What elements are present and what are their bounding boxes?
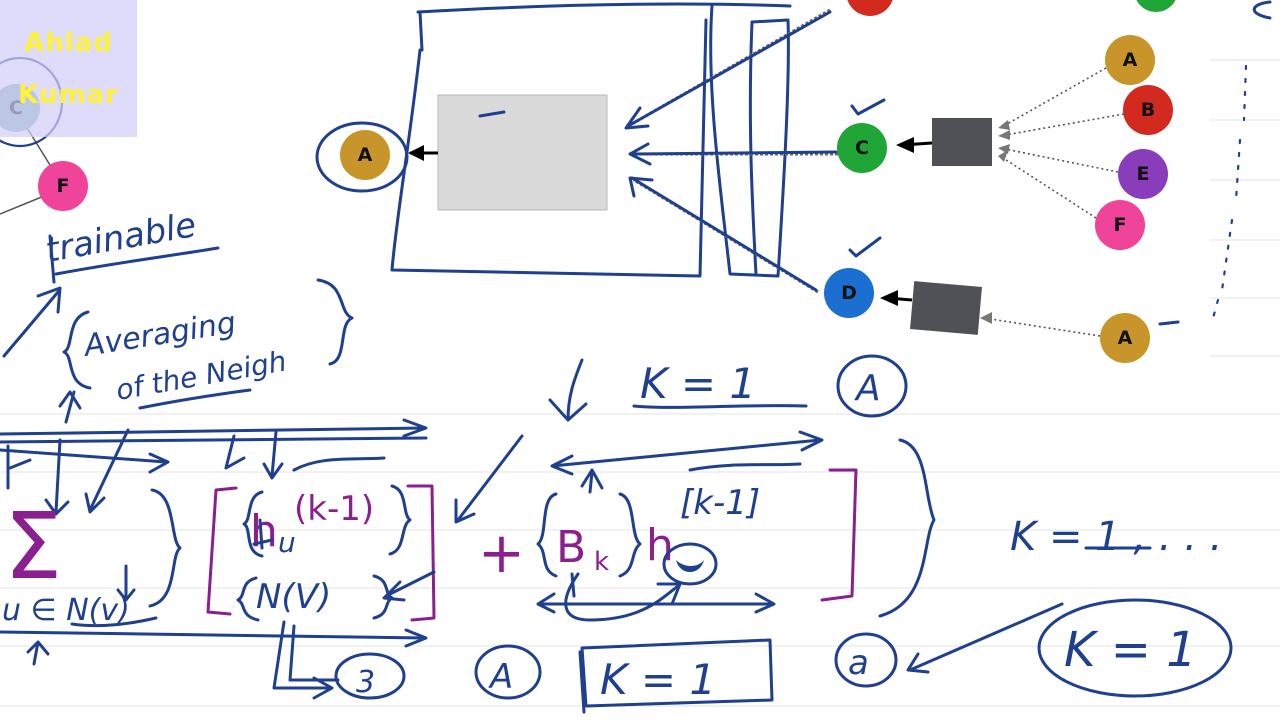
plus-sign: + [478,521,525,586]
circled-a-bottom-text: A [488,657,513,697]
circled-3-text: 3 [356,665,375,700]
circled-3 [334,652,406,700]
boxed-k-eq-1: K = 1 [600,655,716,704]
circled-a-lower-text: a [848,643,869,683]
trainable-text: trainable [43,205,200,271]
level2-node-b [1123,85,1173,135]
output-node-a [340,130,390,180]
level1-node-c [837,123,887,173]
watermark-line1: Ahlad [24,27,113,58]
watermark-line2: Kumar [18,79,119,110]
ellipse-k-eq-1 [1037,598,1233,698]
circled-v [662,542,718,586]
k-minus-1-right: [k-1] [680,483,760,523]
h-v-symbol: h [646,520,674,571]
level2-node-e-label: E [1137,163,1150,185]
watermark: Ahlad Kumar [0,0,137,137]
equation-region: Σ u ∈ N(v) h u (k-1) N(V) 3 + B [0,418,1233,714]
b-k-symbol: B [556,522,586,573]
circled-a-bottom [474,644,542,700]
ellipse-k-eq-1-text: K = 1 [1064,622,1197,678]
level2-node-a [1105,35,1155,85]
circled-a-top-text: A [854,368,881,409]
k-minus-1-left: (k-1) [294,489,374,529]
k-eq-1-top: K = 1 A [548,354,908,422]
level1-node-d-label: D [841,282,857,304]
neighbor-box-c [932,118,992,166]
level2-node-a2-label: A [1118,327,1133,349]
level2-node-a-label: A [1123,49,1138,71]
h-u-subscript: u [278,526,296,559]
averaging-annotation: Averaging of the Neigh [58,278,354,424]
outer-frame [390,2,792,278]
circled-a-top [836,354,908,418]
cropped-green-node [1136,0,1176,12]
k-range: K = 1 , . . . [1010,514,1222,560]
sigma-symbol: Σ [4,493,62,600]
b-k-subscript: k [594,547,609,577]
output-node-circled [315,121,409,193]
averaging-line1: Averaging [80,305,238,364]
top-graph: A C D A B E F A [315,0,1272,363]
left-node-f-label: F [57,175,70,197]
left-node-f [38,161,88,211]
level1-node-d [824,268,874,318]
circled-a-lower [834,632,898,688]
level2-node-f-label: F [1114,214,1127,236]
vertical-strip-frame [709,4,790,278]
level2-node-e [1118,149,1168,199]
sum-subscript: u ∈ N(v) [2,593,130,628]
n-of-v: N(V) [256,577,331,617]
h-u-symbol: h [250,506,278,557]
level2-node-b-label: B [1141,99,1155,121]
level2-node-a2 [1100,313,1150,363]
output-node-a-label: A [358,144,373,166]
cropped-red-node [847,0,893,16]
neighbor-box-d [910,281,982,335]
aggregator-box [437,94,608,211]
k-eq-1-top-text: K = 1 [640,359,756,408]
level1-node-c-label: C [855,137,869,159]
box-mark [478,110,506,118]
level2-node-f [1095,200,1145,250]
